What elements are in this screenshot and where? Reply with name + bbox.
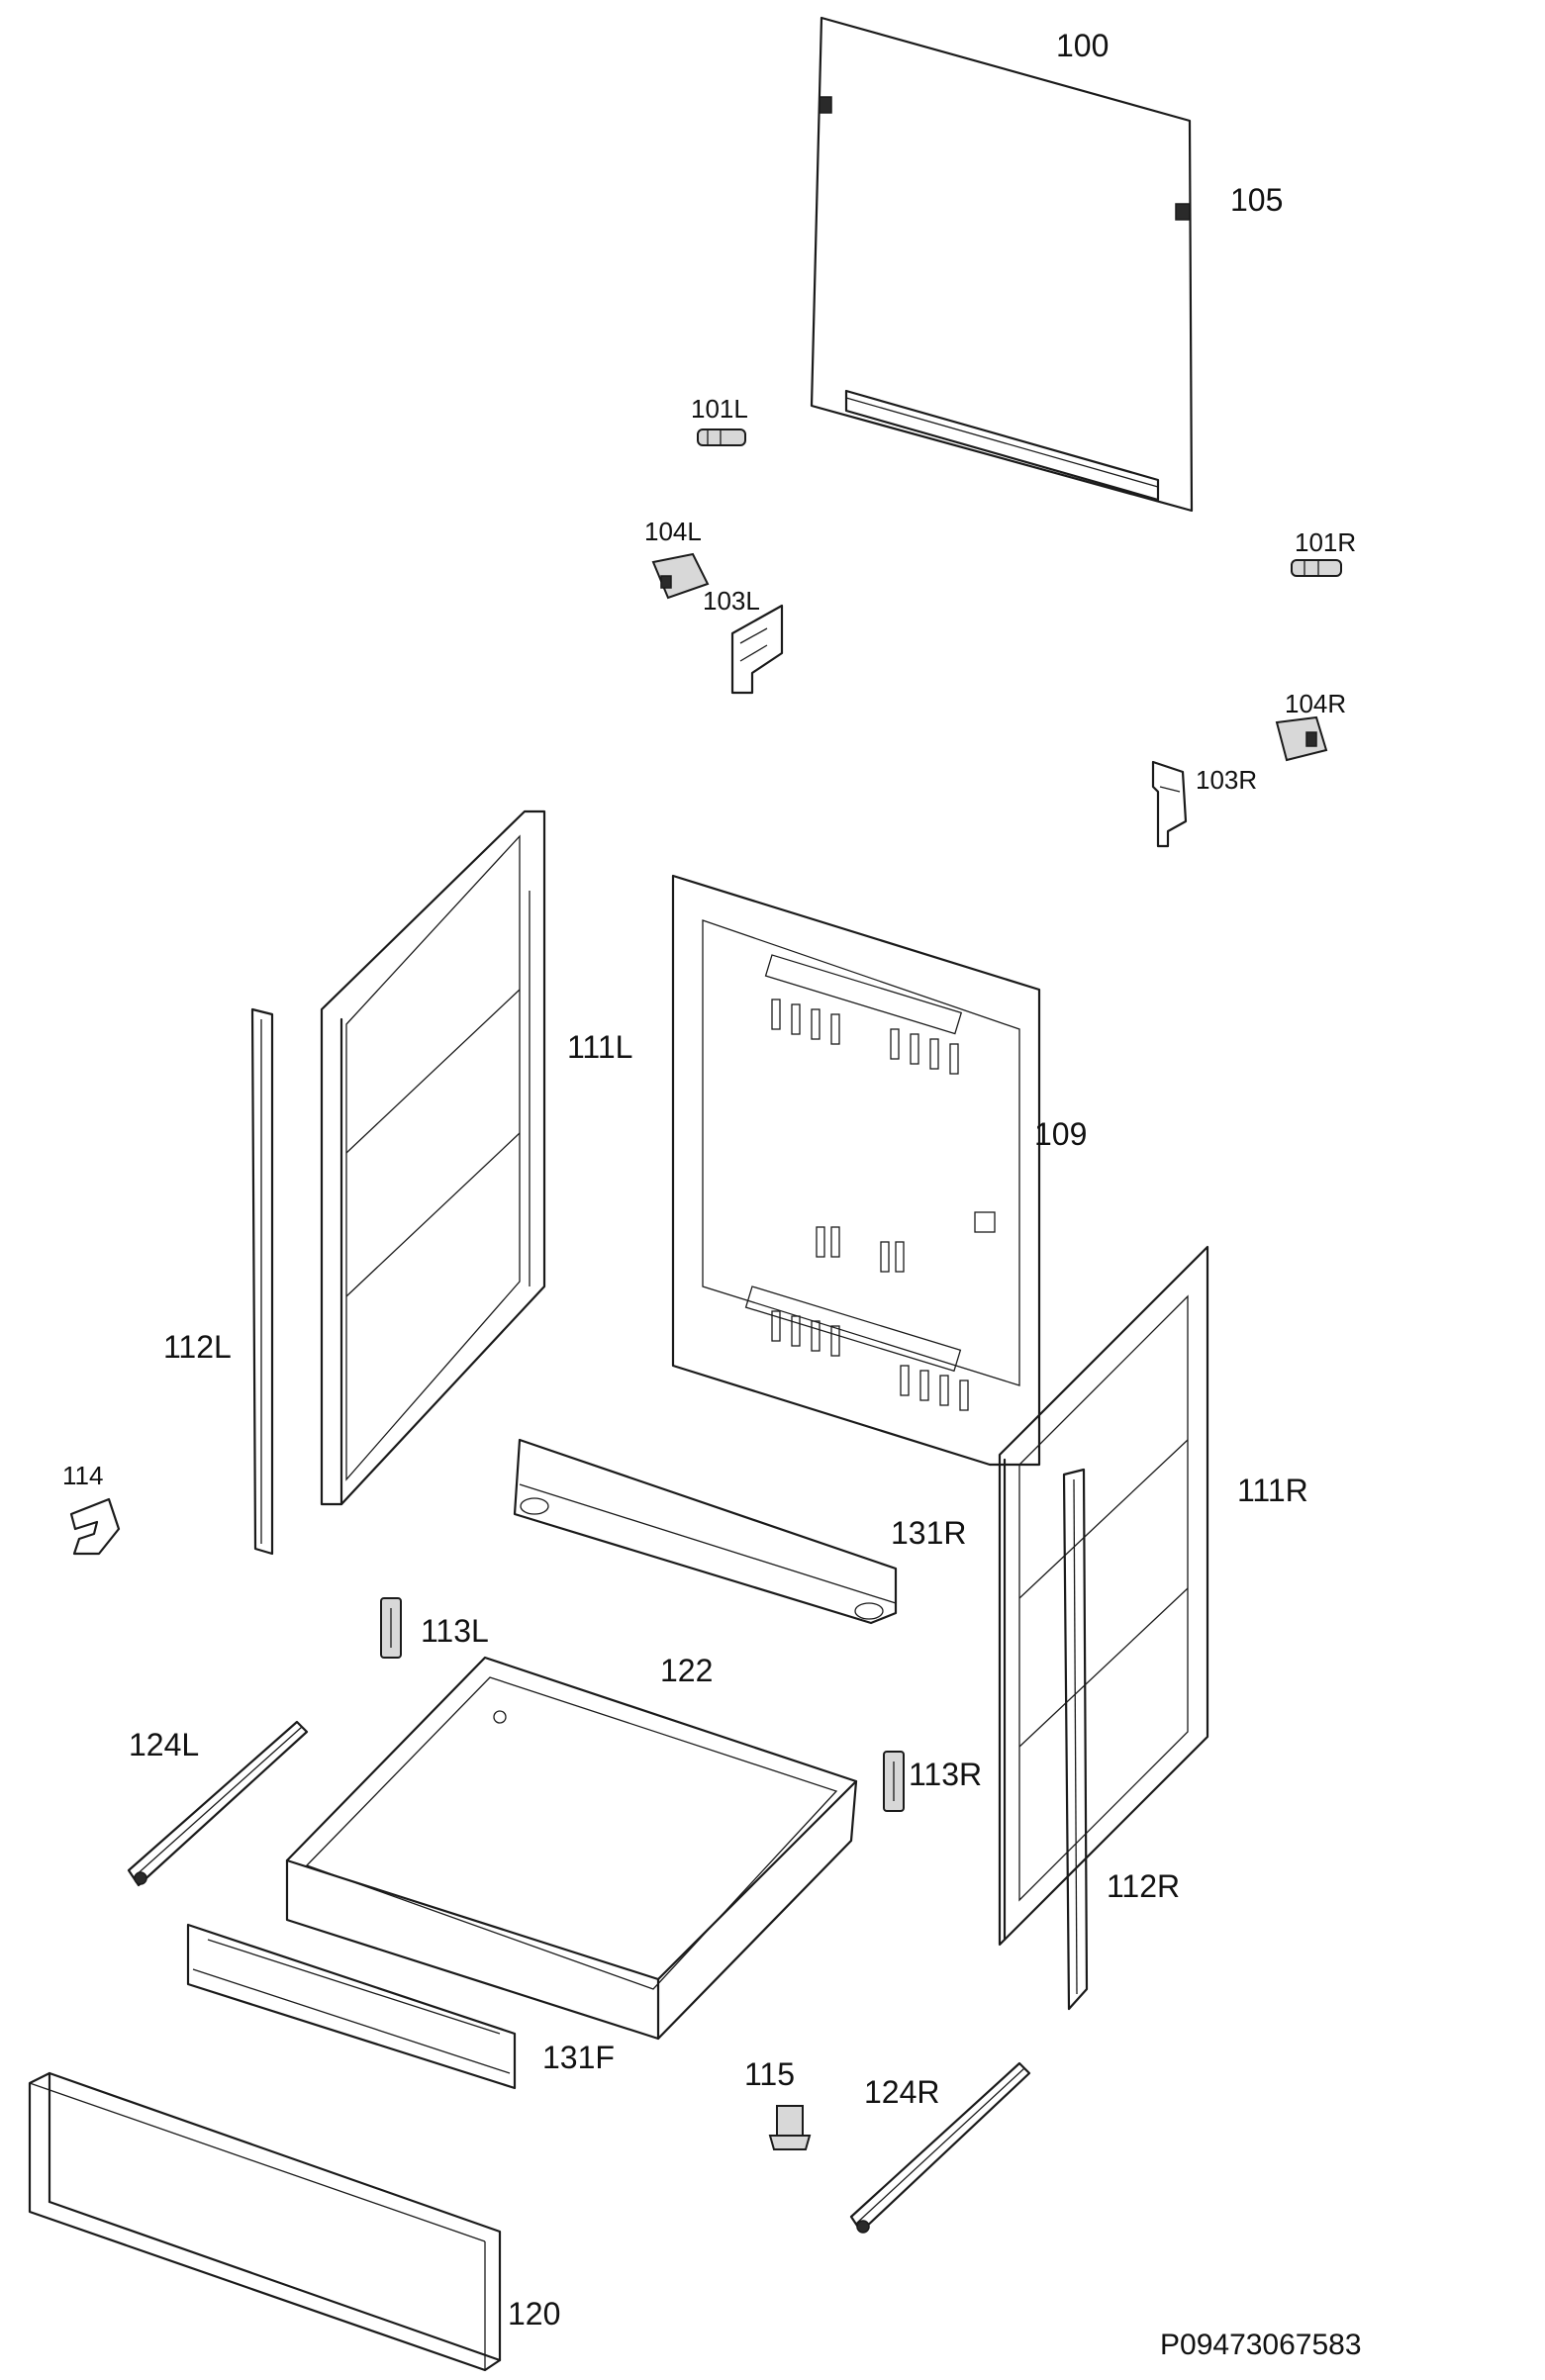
label-120: 120 [508, 2296, 561, 2332]
label-111L: 111L [567, 1029, 633, 1065]
side-trim-right-shape [1062, 1468, 1089, 2011]
hinge-bracket-right-shape [1151, 760, 1188, 848]
drawer-tray-shape [285, 1656, 858, 2041]
label-124L: 124L [129, 1727, 200, 1762]
side-panel-right-shape [998, 1245, 1209, 1947]
hinge-pin-left-shape [697, 428, 746, 446]
document-code: P09473067583 [1160, 2329, 1362, 2361]
label-112R: 112R [1107, 1868, 1181, 1904]
label-113R: 113R [909, 1757, 983, 1792]
label-124R: 124R [864, 2074, 940, 2110]
label-100: 100 [1056, 28, 1110, 63]
label-104L: 104L [644, 517, 702, 546]
leveling-foot-shape [768, 2105, 812, 2150]
label-103R: 103R [1196, 765, 1258, 795]
side-trim-left-shape [250, 1007, 274, 1556]
label-101L: 101L [691, 394, 748, 424]
hinge-pin-right-shape [1291, 559, 1342, 577]
back-panel-shape [671, 874, 1041, 1467]
clip-shape [69, 1497, 121, 1556]
label-131F: 131F [542, 2040, 615, 2075]
label-111R: 111R [1237, 1473, 1308, 1508]
label-113L: 113L [421, 1613, 489, 1649]
runner-bracket-left-shape [380, 1597, 402, 1659]
runner-bracket-right-shape [883, 1751, 905, 1812]
drawer-front-shape [28, 2071, 502, 2372]
telescopic-runner-left-shape [127, 1720, 309, 1887]
label-122: 122 [660, 1653, 714, 1688]
hinge-cover-right-shape [1275, 715, 1328, 762]
door-panel-shape [810, 16, 1194, 513]
label-101R: 101R [1295, 527, 1357, 557]
label-109: 109 [1034, 1116, 1088, 1152]
label-105: 105 [1230, 182, 1284, 218]
hinge-bracket-left-shape [730, 604, 784, 695]
label-115: 115 [744, 2056, 796, 2092]
label-103L: 103L [703, 586, 760, 616]
label-114: 114 [62, 1461, 104, 1490]
label-104R: 104R [1285, 689, 1347, 718]
telescopic-runner-right-shape [849, 2061, 1031, 2234]
side-panel-left-shape [320, 809, 546, 1506]
label-112L: 112L [163, 1329, 232, 1365]
rear-cross-rail-shape [513, 1438, 898, 1625]
front-cross-rail-shape [186, 1923, 517, 2090]
label-131R: 131R [891, 1515, 967, 1551]
hinge-cover-left-shape [651, 552, 710, 600]
door-stop-shape [1175, 203, 1191, 221]
